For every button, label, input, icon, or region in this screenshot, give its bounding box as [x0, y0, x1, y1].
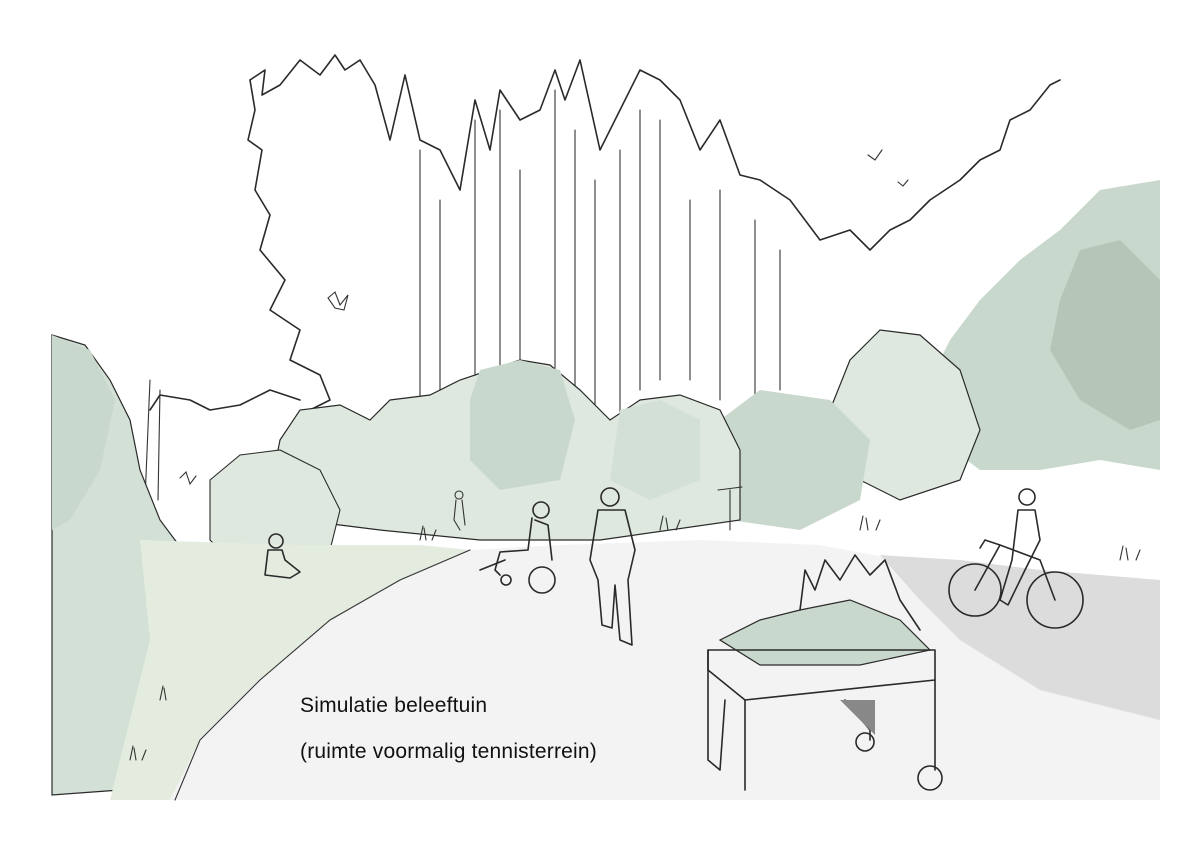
walking-person-icon [589, 487, 636, 646]
grass-tufts [129, 515, 1141, 761]
caption-title: Simulatie beleeftuin [300, 694, 488, 717]
middle-shrubs [269, 359, 741, 541]
tall-trees-outline [144, 54, 1061, 501]
cyclist-icon [948, 488, 1084, 629]
grass-strip [110, 540, 470, 800]
right-tree-canopy [700, 180, 1160, 530]
distant-person-icon [453, 490, 466, 531]
caption-subtitle: (ruimte voormalig tennisterrein) [300, 740, 597, 763]
wheelchair-user-icon [479, 501, 556, 594]
birds-icon [867, 149, 909, 187]
sitting-person-icon [264, 533, 301, 579]
sign-post-icon [717, 486, 743, 531]
raised-planter-table [707, 554, 943, 791]
